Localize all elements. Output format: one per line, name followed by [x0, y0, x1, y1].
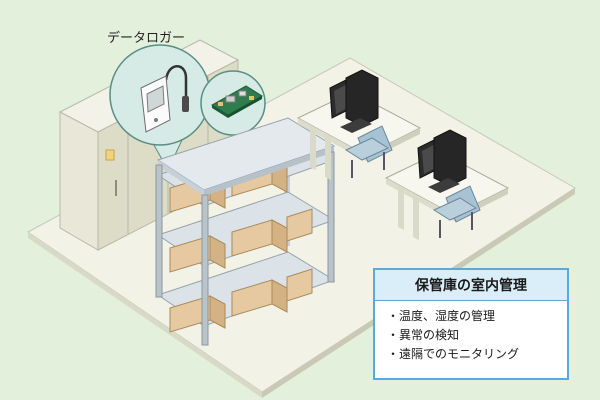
data-logger-device [140, 65, 189, 133]
info-box-list: 温度、湿度の管理 異常の検知 遠隔でのモニタリング [375, 301, 567, 364]
info-item-remote-monitoring: 遠隔でのモニタリング [387, 345, 567, 364]
data-logger-label: データロガー [107, 31, 186, 46]
info-box: 保管庫の室内管理 温度、湿度の管理 異常の検知 遠隔でのモニタリング [373, 268, 569, 380]
info-box-title: 保管庫の室内管理 [375, 270, 567, 301]
storage-shelf [155, 117, 336, 346]
info-item-anomaly-detection: 異常の検知 [387, 326, 567, 345]
workstation-2 [384, 129, 510, 240]
circuit-board-icon [211, 85, 263, 118]
info-item-temp-humidity: 温度、湿度の管理 [387, 307, 567, 326]
panel-label-icon [105, 149, 115, 161]
workstation-1 [296, 69, 422, 180]
